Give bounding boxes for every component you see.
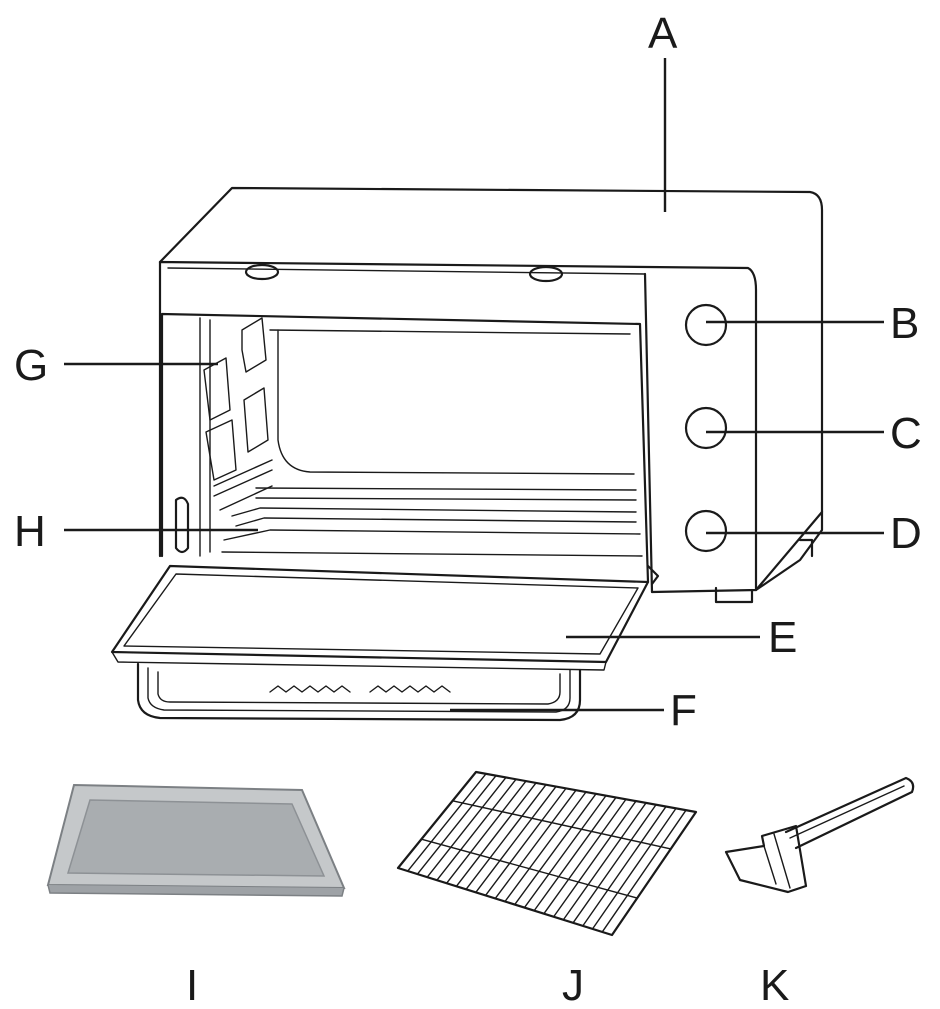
label-d: D (890, 509, 922, 558)
wire-rack-rod (591, 807, 677, 930)
wire-rack-rod (416, 774, 497, 875)
crumb-tray-inner-rim (147, 667, 571, 713)
label-i: I (186, 961, 198, 1009)
wire-rack-rod (455, 782, 537, 887)
wire-rack-rod (494, 789, 577, 900)
rack-rail-lower (231, 507, 637, 527)
crumb-tray (136, 662, 582, 722)
label-e: E (768, 613, 797, 662)
oven-top-edge (167, 267, 646, 275)
wire-rack-crossbar (420, 838, 638, 899)
control-knobs (684, 303, 728, 553)
wire-rack-rod (407, 773, 487, 872)
label-g: G (14, 341, 48, 390)
door-inner (123, 573, 639, 655)
wire-rack-rods (407, 773, 687, 933)
knob-bottom (684, 509, 728, 553)
wire-rack (396, 770, 698, 937)
wire-rack-rod (582, 805, 667, 927)
label-h: H (14, 507, 46, 556)
oven-opening (160, 312, 650, 584)
door-lip (111, 651, 607, 671)
wire-rack-rod (543, 798, 627, 915)
wire-rack-rod (445, 780, 527, 884)
label-a: A (648, 9, 678, 58)
control-panel-edge (643, 272, 654, 594)
tool-shaft (784, 776, 915, 850)
baking-tray (46, 783, 346, 897)
wire-rack-rod (504, 791, 587, 903)
wire-rack-rod (475, 785, 557, 894)
element-bracket-rails (213, 459, 273, 511)
element-bracket-lower (205, 387, 269, 481)
crumb-tray-inner-edge (157, 671, 561, 705)
crumb-tray-inner (221, 529, 643, 557)
label-j: J (562, 961, 584, 1009)
wire-rack-rod (514, 793, 597, 906)
top-vent-left (244, 263, 280, 281)
label-c: C (890, 409, 922, 458)
door-hinge-left (174, 496, 190, 554)
label-b: B (890, 299, 919, 348)
knob-middle (684, 406, 728, 450)
element-bracket-upper (203, 317, 267, 421)
tool-head-fold (763, 833, 791, 889)
wire-rack-frame (396, 770, 698, 937)
label-f: F (670, 686, 697, 735)
wire-rack-rod (436, 778, 517, 881)
tool-head (724, 824, 808, 894)
door-hinge-right (646, 564, 660, 586)
wire-rack-rod (552, 800, 637, 918)
crumb-tray-outer (136, 662, 582, 722)
wire-rack-rod (426, 776, 507, 878)
part-labels: A B C D E F G H I J K (14, 9, 922, 1009)
rack-rail-upper (255, 487, 637, 501)
oven-door (110, 564, 650, 671)
wire-rack-rod (601, 809, 687, 933)
toaster-oven (158, 186, 824, 604)
wire-rack-rod (562, 802, 647, 921)
top-vent-right (528, 265, 564, 283)
inner-side-wall (199, 317, 211, 557)
crumb-tray-corrugation (269, 685, 451, 693)
tray-handle-tool (724, 776, 915, 894)
wire-rack-rod (484, 787, 567, 897)
oven-top-panel (158, 186, 824, 514)
wire-rack-rod (465, 784, 547, 891)
oven-foot-right (714, 586, 754, 604)
label-k: K (760, 961, 789, 1009)
leader-lines (64, 58, 884, 712)
wire-rack-rod (572, 804, 657, 924)
baking-tray-base (66, 799, 326, 877)
wire-rack-rod (533, 796, 617, 912)
wire-rack-rod (523, 794, 607, 909)
oven-foot-back (798, 538, 814, 558)
knob-top (684, 303, 728, 347)
wire-rack-crossbar (451, 800, 672, 850)
inner-back-wall (269, 329, 635, 475)
tool-shaft-inner (789, 785, 905, 839)
oven-front-frame (158, 260, 758, 594)
baking-tray-lip (47, 884, 345, 897)
